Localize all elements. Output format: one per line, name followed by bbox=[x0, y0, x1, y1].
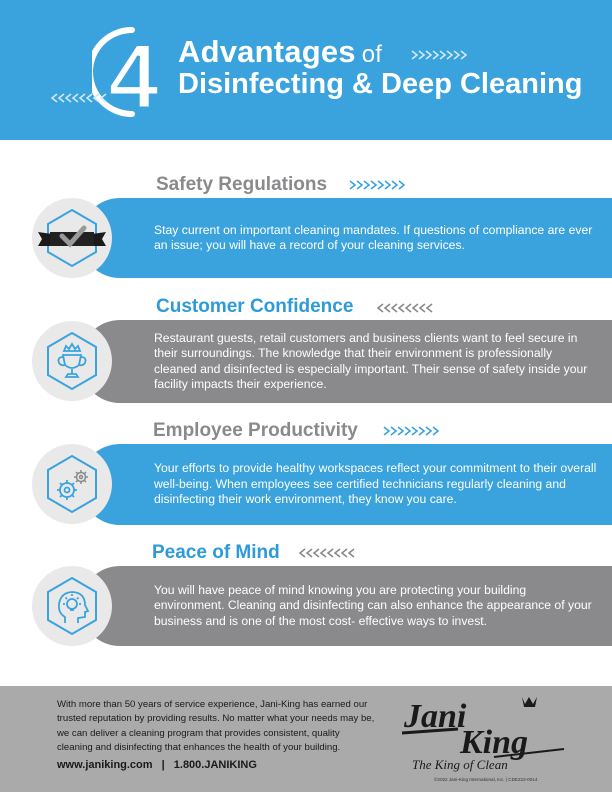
section-heading-safety: Safety Regulations bbox=[156, 174, 328, 195]
section-band-peace: You will have peace of mind knowing you … bbox=[80, 566, 612, 646]
icon-badge-safety bbox=[32, 198, 112, 278]
logo-tagline: The King of Clean bbox=[412, 757, 508, 772]
chevrons-right-icon bbox=[383, 426, 440, 436]
contact-line: www.janiking.com | 1.800.JANIKING bbox=[57, 759, 257, 771]
head-lightbulb-icon bbox=[47, 576, 97, 636]
section-band-safety: Stay current on important cleaning manda… bbox=[80, 198, 612, 278]
icon-badge-confidence bbox=[32, 321, 112, 401]
section-text-safety: Stay current on important cleaning manda… bbox=[154, 222, 593, 253]
jani-king-logo: Jani King The King of Clean bbox=[401, 697, 565, 772]
section-band-productivity: Your efforts to provide healthy workspac… bbox=[80, 444, 612, 525]
section-text-confidence: Restaurant guests, retail customers and … bbox=[154, 330, 588, 392]
footer-bar bbox=[0, 686, 612, 792]
copyright-text: ©2022 Jani-King International, Inc. | CD… bbox=[434, 777, 538, 782]
header-number: 4 bbox=[108, 26, 159, 122]
crown-icon bbox=[522, 697, 537, 707]
title-of: of bbox=[361, 41, 383, 68]
section-heading-productivity: Employee Productivity bbox=[153, 420, 358, 441]
section-band-confidence: Restaurant guests, retail customers and … bbox=[80, 320, 612, 403]
contact-separator: | bbox=[161, 759, 165, 771]
footer-text: With more than 50 years of service exper… bbox=[57, 699, 375, 753]
header-chevrons-left-icon bbox=[50, 93, 107, 103]
chevrons-right-icon bbox=[349, 180, 406, 190]
section-text-productivity: Your efforts to provide healthy workspac… bbox=[154, 461, 597, 507]
header-chevrons-right-icon bbox=[411, 50, 468, 60]
number-four-graphic: 4 bbox=[92, 25, 161, 122]
icon-badge-productivity bbox=[32, 444, 112, 524]
section-heading-confidence: Customer Confidence bbox=[156, 296, 354, 317]
icon-badge-peace bbox=[32, 566, 112, 646]
title-word: Advantages bbox=[178, 34, 356, 69]
section-heading-peace: Peace of Mind bbox=[152, 542, 280, 563]
header-banner bbox=[0, 0, 612, 140]
section-text-peace: You will have peace of mind knowing you … bbox=[154, 582, 592, 628]
trophy-icon bbox=[47, 331, 97, 391]
website-link[interactable]: www.janiking.com bbox=[57, 759, 153, 771]
chevrons-left-icon bbox=[298, 548, 355, 558]
logo-line2: King bbox=[459, 724, 528, 761]
title-line2: Disinfecting & Deep Cleaning bbox=[178, 68, 583, 100]
phone-number[interactable]: 1.800.JANIKING bbox=[173, 759, 257, 771]
ribbon-check-icon bbox=[38, 208, 106, 268]
gears-icon bbox=[47, 454, 97, 514]
chevrons-left-icon bbox=[376, 303, 433, 313]
